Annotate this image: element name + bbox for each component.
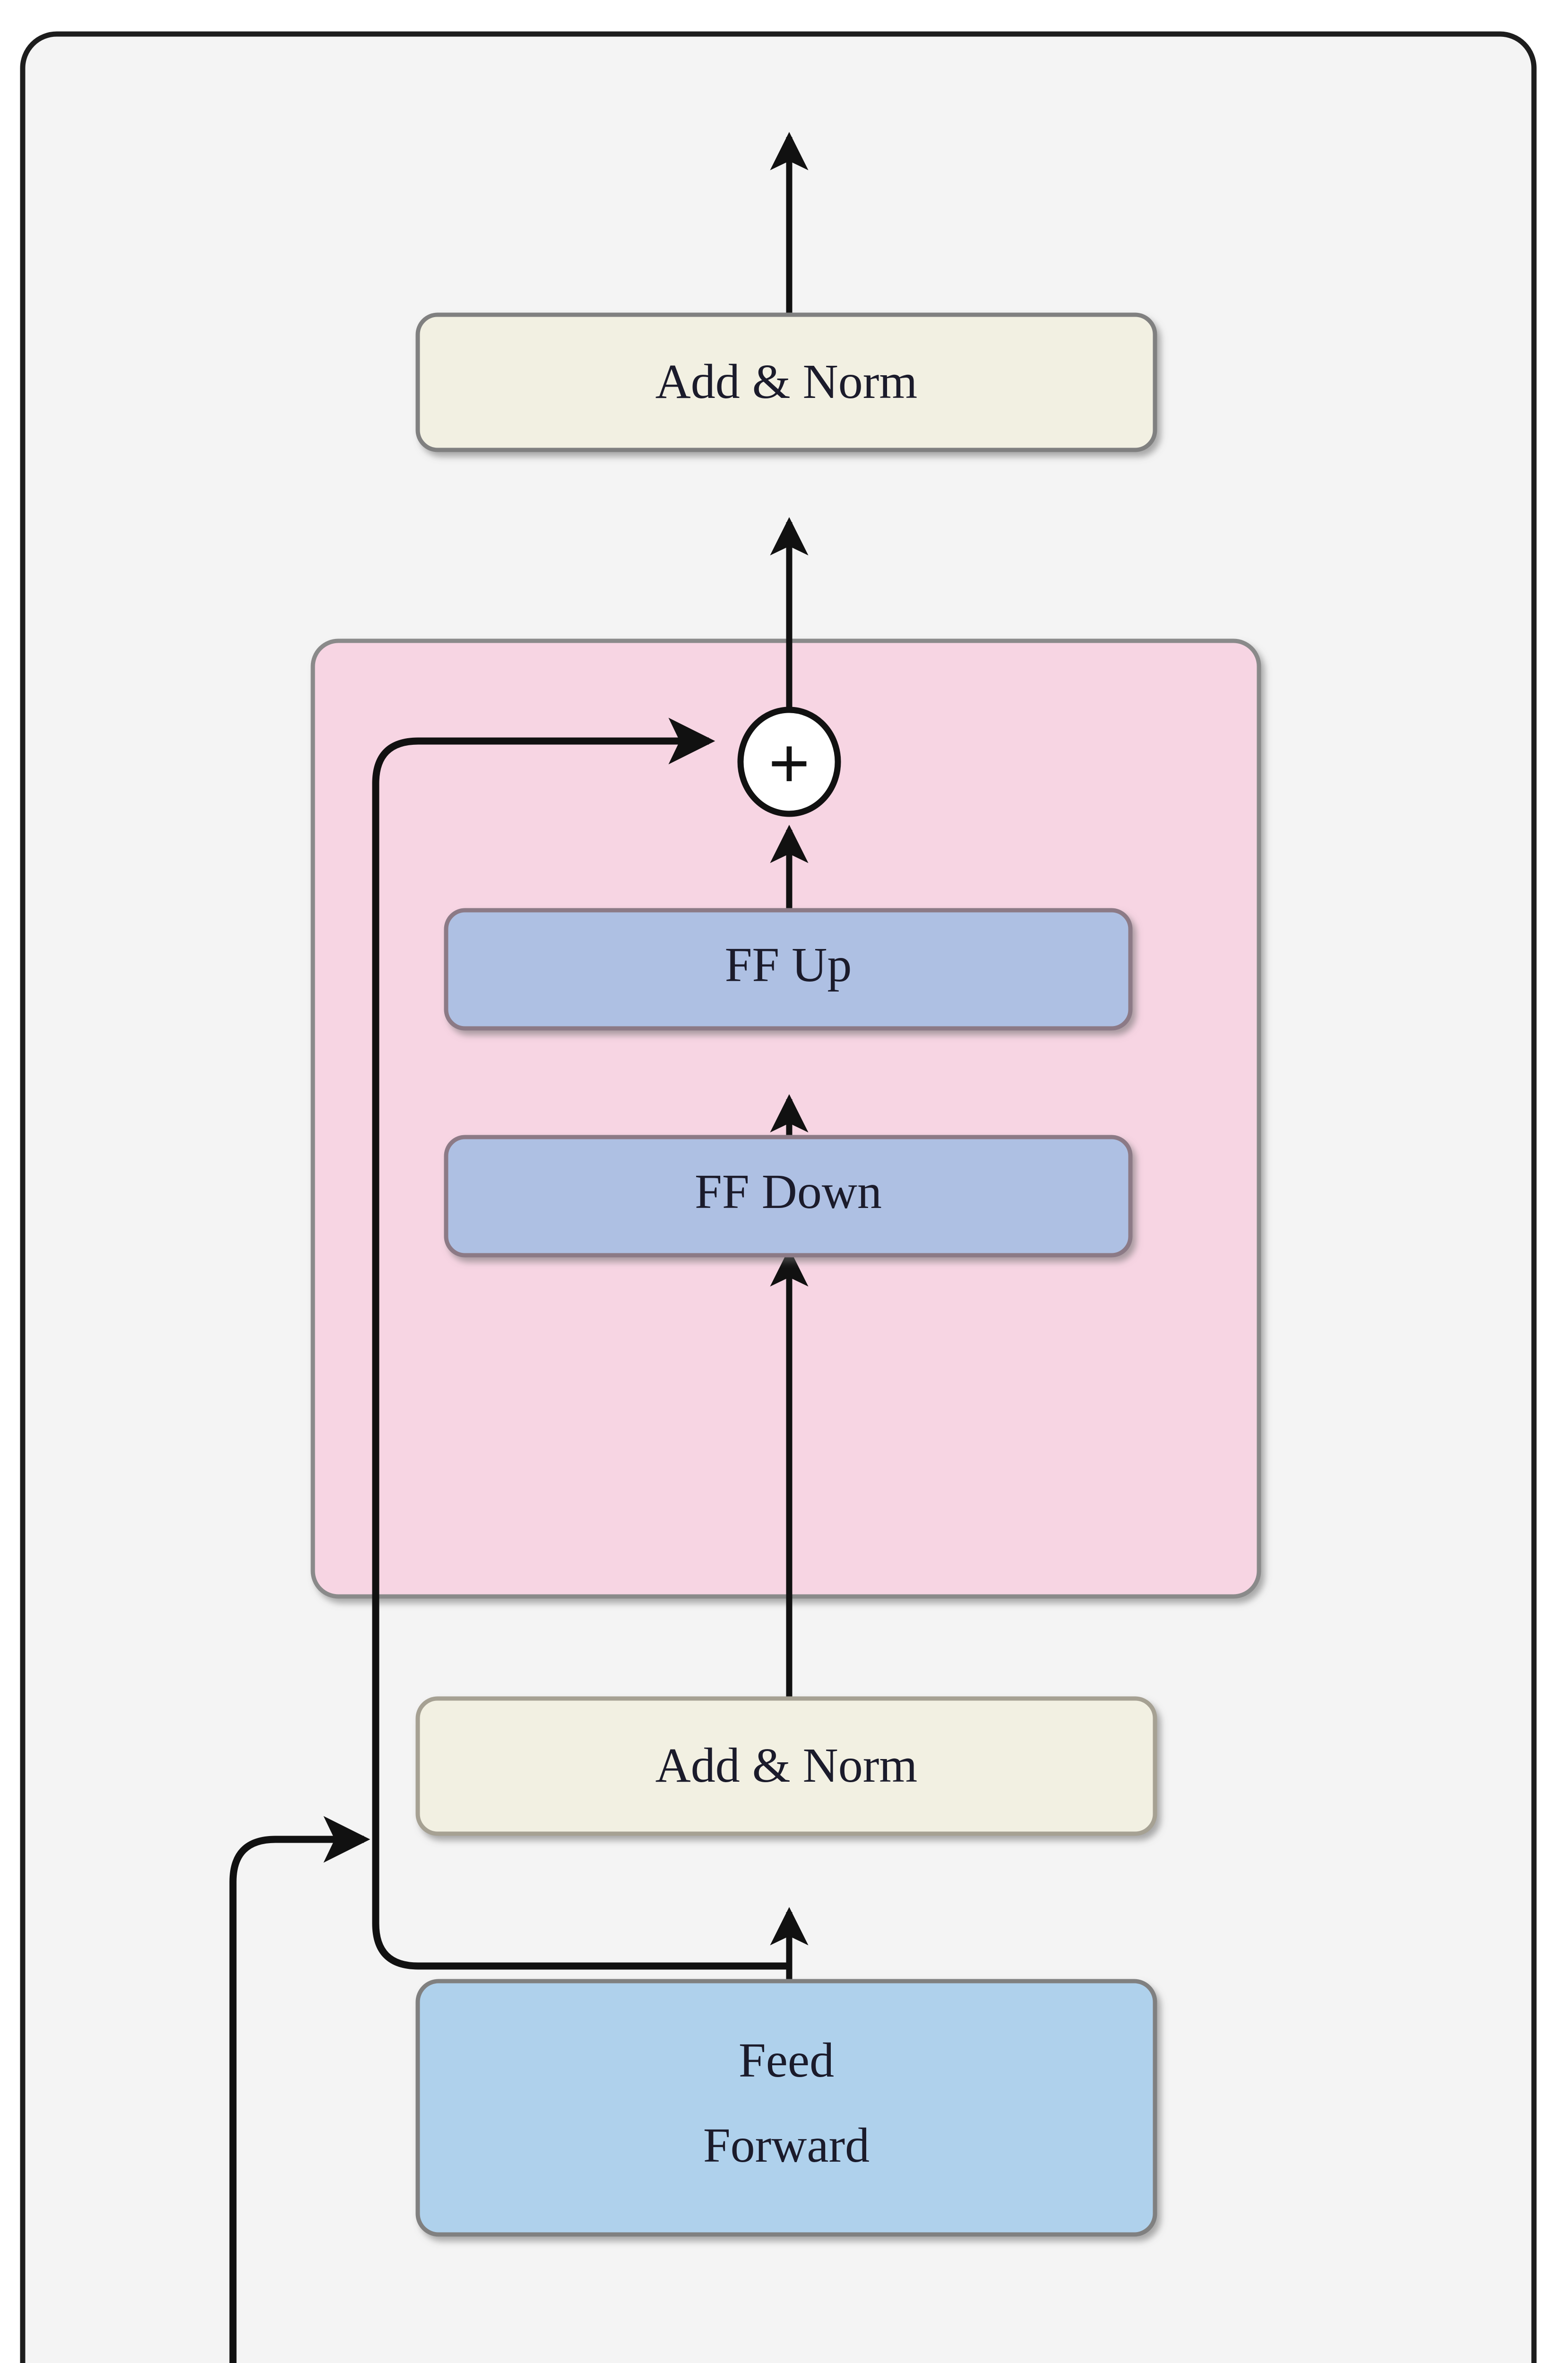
edge-residual-skip-ffn (372, 717, 789, 1970)
plus-icon: + (768, 723, 810, 802)
node-feed-forward[interactable]: Feed Forward (415, 1979, 1157, 2237)
node-residual-add-operator[interactable]: + (737, 707, 841, 817)
residual-add-circle[interactable] (737, 707, 841, 817)
add-norm-mid-box[interactable] (415, 1696, 1157, 1836)
node-ff-up[interactable]: FF Up (444, 908, 1133, 1031)
add-norm-top-label: Add & Norm (655, 354, 918, 409)
add-norm-top-box[interactable] (415, 312, 1157, 452)
add-norm-mid-label: Add & Norm (655, 1738, 918, 1793)
ff-up-box[interactable] (444, 908, 1133, 1031)
edge-residual-skip-feedforward (229, 1816, 370, 2363)
ff-up-label: FF Up (725, 938, 852, 992)
feed-forward-label-line1: Feed (739, 2033, 834, 2087)
feed-forward-label-line2: Forward (703, 2118, 870, 2173)
ff-down-label: FF Down (695, 1164, 882, 1219)
ff-down-box[interactable] (444, 1135, 1133, 1258)
node-add-norm-mid[interactable]: Add & Norm (415, 1696, 1157, 1836)
node-add-norm-top[interactable]: Add & Norm (415, 312, 1157, 452)
feed-forward-box[interactable] (415, 1979, 1157, 2237)
node-ff-down[interactable]: FF Down (444, 1135, 1133, 1258)
